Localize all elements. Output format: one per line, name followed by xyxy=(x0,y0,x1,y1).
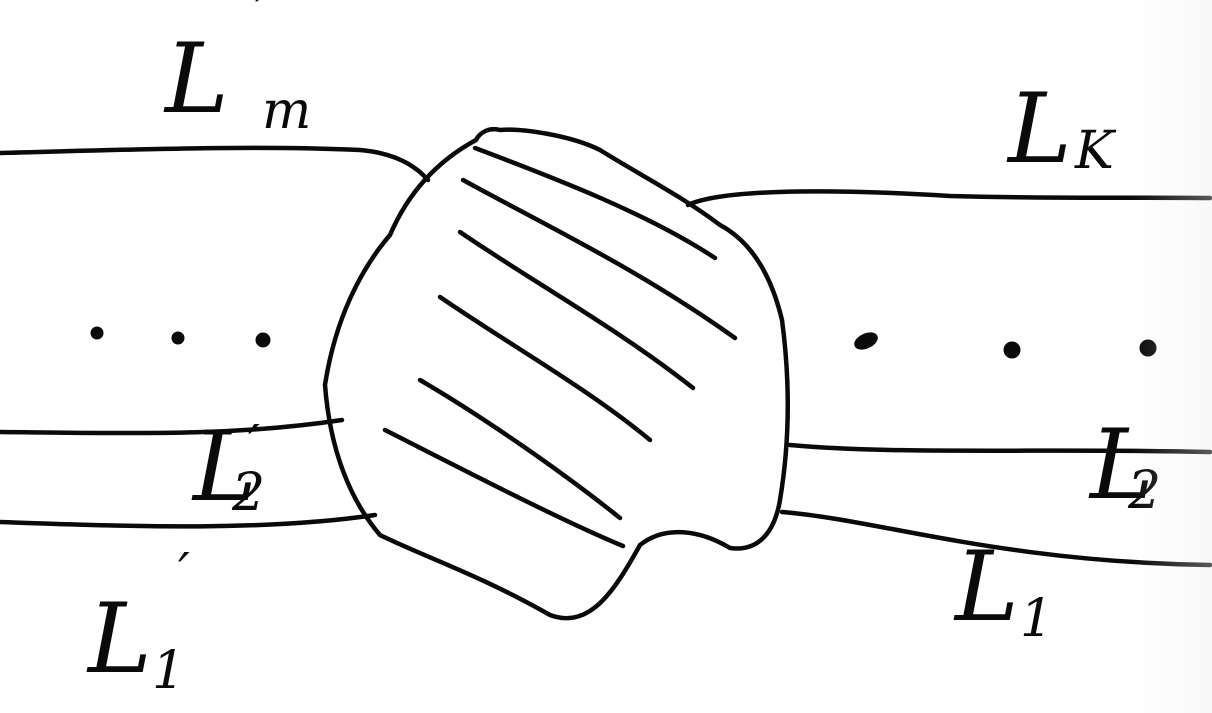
strand-right-middle xyxy=(787,442,1212,455)
label-l-m-prime: L m ′ xyxy=(163,0,311,141)
label-letter: L xyxy=(953,531,1019,643)
tangle-blob-outline xyxy=(322,126,790,621)
ellipsis-dot-right xyxy=(1139,339,1157,357)
label-letter: L xyxy=(86,583,152,695)
ellipsis-dot-left xyxy=(171,331,185,345)
hatch-line xyxy=(472,145,718,261)
hatch-line xyxy=(382,427,626,549)
strand-right-bottom xyxy=(779,509,1212,568)
strand-left-top xyxy=(0,145,431,183)
label-l-k: L K xyxy=(1006,73,1117,185)
label-letter: L xyxy=(163,23,229,135)
label-subscript: 1 xyxy=(152,641,185,701)
label-l-2: L 2 xyxy=(1088,409,1161,521)
strand-left-middle xyxy=(0,417,345,436)
label-letter: L xyxy=(1088,409,1154,521)
label-prime: ′ xyxy=(178,543,190,603)
label-subscript: 2 xyxy=(1127,461,1161,521)
hatch-line xyxy=(460,177,738,341)
label-l-1: L 1 xyxy=(953,531,1053,649)
ellipsis-dot-right xyxy=(854,332,878,350)
ellipsis-dot-right xyxy=(1003,341,1021,359)
hatch-line xyxy=(417,377,623,521)
label-subscript: 1 xyxy=(1020,589,1053,649)
label-subscript: 2 xyxy=(231,463,265,523)
strand-right-top xyxy=(685,189,1212,208)
label-prime: ′ xyxy=(248,415,260,475)
ellipsis-dot-left xyxy=(90,326,104,340)
hatch-line xyxy=(437,294,653,443)
label-l-1-prime: L 1 ′ xyxy=(86,543,190,701)
label-prime: ′ xyxy=(255,0,267,43)
label-letter: L xyxy=(1006,73,1072,185)
ellipsis-dot-left xyxy=(255,332,271,348)
hatch-line xyxy=(457,229,696,391)
label-subscript: m xyxy=(262,81,311,141)
strand-left-bottom xyxy=(0,512,378,529)
label-l-2-prime: L 2 ′ xyxy=(191,411,265,523)
label-subscript: K xyxy=(1074,121,1117,181)
label-letter: L xyxy=(191,411,257,523)
